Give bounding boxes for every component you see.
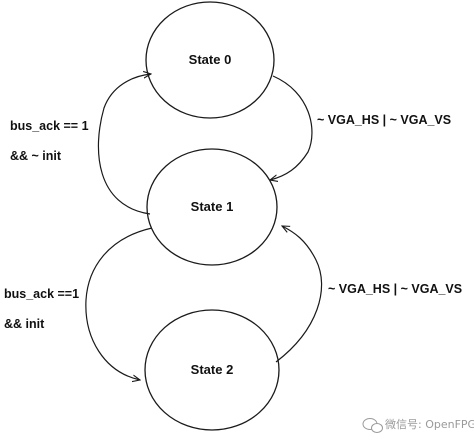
- transition-label-s1-s0-line1: bus_ack == 1: [10, 119, 89, 133]
- transition-label-s1-s2-line2: && init: [4, 317, 45, 331]
- state-1-label: State 1: [191, 199, 234, 214]
- transition-arrow-s1-to-s0: [97, 74, 151, 215]
- watermark: 微信号: OpenFPGA: [362, 417, 474, 433]
- transition-label-s1-s2-line1: bus_ack ==1: [4, 287, 79, 301]
- transition-arrow-s1-to-s2: [85, 227, 153, 380]
- state-0-label: State 0: [189, 52, 232, 67]
- state-node-1: State 1: [146, 148, 278, 266]
- transition-label-s0-s1: ~ VGA_HS | ~ VGA_VS: [317, 113, 451, 127]
- state-node-2: State 2: [144, 309, 280, 431]
- wechat-icon: [362, 418, 383, 433]
- transition-arrow-s2-to-s1: [275, 226, 323, 363]
- transition-arrow-s0-to-s1: [270, 75, 313, 180]
- transition-label-s1-s0-line2: && ~ init: [10, 149, 62, 163]
- watermark-text: 微信号: OpenFPGA: [385, 417, 474, 431]
- transition-label-s2-s1: ~ VGA_HS | ~ VGA_VS: [328, 282, 462, 296]
- state-node-0: State 0: [145, 1, 275, 119]
- state-2-label: State 2: [191, 362, 234, 377]
